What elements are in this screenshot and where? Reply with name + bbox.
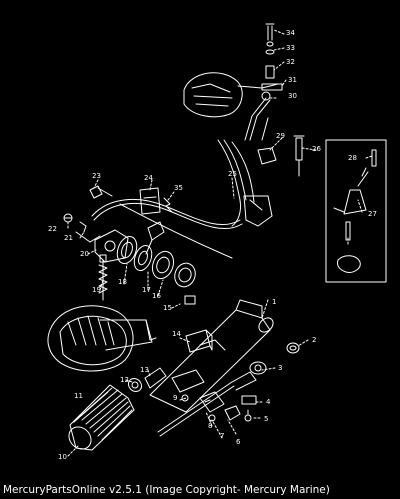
throttle-rod-part bbox=[157, 361, 267, 437]
cable-clamp-part bbox=[217, 139, 273, 227]
bolt-part bbox=[293, 135, 305, 177]
twist-grip-part bbox=[68, 384, 135, 451]
control-cable-part bbox=[244, 91, 277, 165]
callout-5: 5 bbox=[264, 415, 268, 423]
callout-32: 32 bbox=[286, 58, 295, 66]
cable-bracket-part bbox=[139, 187, 173, 215]
callout-23: 23 bbox=[92, 172, 101, 180]
end-cap-part bbox=[286, 342, 300, 354]
callout-1: 1 bbox=[272, 298, 276, 306]
switch-bracket-part bbox=[185, 329, 213, 353]
callout-35: 35 bbox=[174, 184, 183, 192]
callout-34: 34 bbox=[286, 29, 295, 37]
callout-26: 26 bbox=[312, 145, 321, 153]
callout-18: 18 bbox=[118, 278, 127, 286]
callout-15: 15 bbox=[163, 304, 172, 312]
callout-11: 11 bbox=[74, 392, 83, 400]
callout-21: 21 bbox=[64, 234, 73, 242]
friction-plate-part bbox=[47, 305, 157, 372]
callout-9: 9 bbox=[173, 394, 177, 402]
lower-bracket-part bbox=[181, 391, 257, 422]
callout-19: 19 bbox=[92, 286, 101, 294]
callout-17: 17 bbox=[142, 286, 151, 294]
callout-2: 2 bbox=[312, 336, 316, 344]
grip-hardware-part bbox=[127, 367, 167, 393]
leader-lines bbox=[67, 29, 373, 457]
callout-20: 20 bbox=[80, 250, 89, 258]
callout-25: 25 bbox=[228, 170, 237, 178]
tiller-handle-part bbox=[149, 299, 274, 413]
callout-13: 13 bbox=[140, 366, 149, 374]
callout-8: 8 bbox=[208, 422, 212, 430]
callout-10: 10 bbox=[58, 453, 67, 461]
callout-33: 33 bbox=[286, 44, 295, 52]
callout-6: 6 bbox=[236, 438, 241, 446]
copyright-footer: MercuryPartsOnline v2.5.1 (Image Copyrig… bbox=[3, 484, 330, 496]
exploded-view-svg: 1234567891011121314151617181920212223242… bbox=[47, 23, 387, 461]
callout-16: 16 bbox=[152, 292, 161, 300]
screw-parts bbox=[63, 185, 113, 233]
callout-4: 4 bbox=[266, 398, 271, 406]
callout-27: 27 bbox=[368, 210, 377, 218]
callout-28: 28 bbox=[348, 154, 357, 162]
callout-24: 24 bbox=[144, 174, 153, 182]
washer-stack-part bbox=[116, 235, 196, 305]
inset-box bbox=[325, 139, 387, 283]
callout-3: 3 bbox=[278, 364, 282, 372]
callout-29: 29 bbox=[276, 132, 285, 140]
callout-7: 7 bbox=[220, 432, 224, 440]
callout-31: 31 bbox=[288, 76, 297, 84]
callout-12: 12 bbox=[120, 376, 129, 384]
callout-22: 22 bbox=[48, 225, 57, 233]
throttle-cable-part bbox=[91, 198, 243, 259]
callout-14: 14 bbox=[172, 330, 181, 338]
upper-mechanism-part bbox=[183, 23, 283, 118]
callout-30: 30 bbox=[288, 92, 297, 100]
